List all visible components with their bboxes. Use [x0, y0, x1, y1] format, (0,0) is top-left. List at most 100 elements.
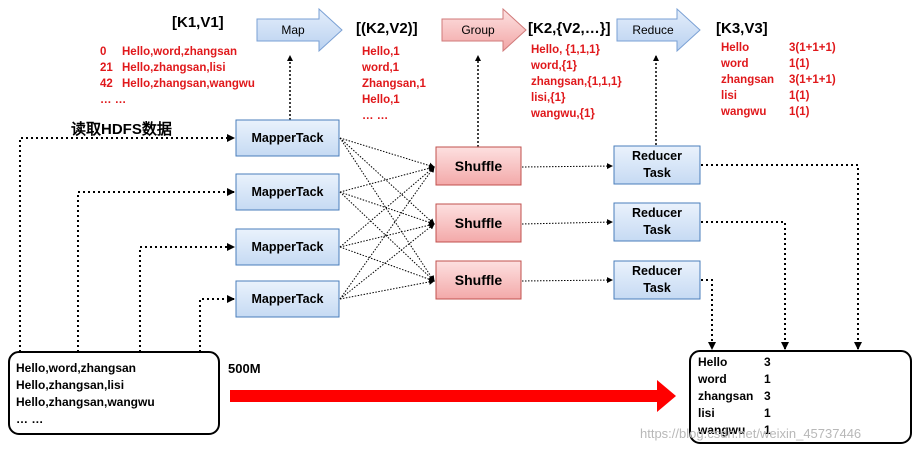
reducer-task-1: Reducer Task	[631, 149, 683, 180]
reducer-task-2: Reducer Task	[631, 206, 683, 237]
input-records: 0 Hello,word,zhangsan 21 Hello,zhangsan,…	[100, 44, 255, 108]
input-record: 42 Hello,zhangsan,wangwu	[100, 76, 255, 92]
reduce-output-count: 1(1)	[789, 106, 810, 118]
reducer-box-3-shape	[613, 260, 701, 300]
result-word: Hello	[698, 355, 728, 369]
size-label: 500M	[228, 361, 261, 376]
result-box: Hello 3 word 1 zhangsan 3 lisi 1 wangwu …	[698, 354, 771, 439]
map-output-item: Hello,1	[362, 94, 400, 106]
group-output-item: zhangsan,{1,1,1}	[531, 76, 622, 88]
reduce-output-word: lisi	[721, 90, 737, 102]
result-count: 3	[764, 355, 771, 369]
source-line: Hello,word,zhangsan	[16, 361, 137, 375]
reduce-output-item: zhangsan 3(1+1+1)	[721, 72, 836, 88]
header-k1v1: [K1,V1]	[172, 14, 224, 31]
input-record-value: Hello,zhangsan,wangwu	[122, 78, 255, 90]
source-line: Hello,zhangsan,wangwu	[16, 395, 155, 409]
reduce-output-item: word 1(1)	[721, 56, 836, 72]
mapper-task-2: MapperTack	[251, 185, 324, 199]
source-box-shape	[8, 351, 220, 435]
mapper-box-3-shape	[235, 228, 340, 266]
reduce-output-word: word	[721, 58, 749, 70]
shuffle-reducer-connections	[521, 163, 613, 284]
reduce-output-item: wangwu 1(1)	[721, 104, 836, 120]
group-output-list: Hello, {1,1,1} word,{1} zhangsan,{1,1,1}…	[531, 42, 622, 122]
source-box: Hello,word,zhangsan Hello,zhangsan,lisi …	[16, 360, 155, 428]
map-output-list: Hello,1 word,1 Zhangsan,1 Hello,1 … …	[362, 44, 426, 124]
shuffle-box-2-shape	[435, 203, 522, 243]
watermark: https://blog.csdn.net/weixin_45737446	[640, 426, 862, 441]
reduce-output-count: 1(1)	[789, 58, 810, 70]
reducer-box-1-shape	[613, 145, 701, 185]
input-feed-4	[199, 295, 235, 352]
reducer-output-1	[701, 164, 862, 350]
group-output-item: Hello, {1,1,1}	[531, 44, 601, 56]
map-output-item: … …	[362, 110, 389, 122]
result-row: Hello 3	[698, 354, 771, 371]
result-word: lisi	[698, 406, 715, 420]
reduce-output-count: 3(1+1+1)	[789, 42, 836, 54]
read-hdfs-label: 读取HDFS数据	[71, 121, 172, 138]
header-k2v2: [(K2,V2)]	[356, 20, 418, 37]
result-count: 1	[764, 406, 771, 420]
reduce-output-list: Hello 3(1+1+1) word 1(1) zhangsan 3(1+1+…	[721, 40, 836, 120]
reduce-output-count: 3(1+1+1)	[789, 74, 836, 86]
mapper-shuffle-connections	[339, 137, 435, 300]
result-row: wangwu 1	[698, 422, 771, 439]
reduce-output-word: zhangsan	[721, 74, 775, 86]
mapper-task-3: MapperTack	[251, 240, 324, 254]
input-record-value: Hello,word,zhangsan	[122, 46, 238, 58]
input-record-key: 42	[100, 78, 113, 90]
input-record: … …	[100, 92, 255, 108]
reducer-box-2-shape	[613, 202, 701, 242]
input-feed-2	[77, 188, 235, 352]
header-k2list: [K2,{V2,…}]	[528, 20, 611, 37]
input-record-key: … …	[100, 94, 127, 106]
input-record-key: 21	[100, 62, 113, 74]
reducer-output-3	[701, 279, 716, 350]
group-output-item: wangwu,{1}	[531, 108, 595, 120]
reduce-output-item: lisi 1(1)	[721, 88, 836, 104]
reduce-output-item: Hello 3(1+1+1)	[721, 40, 836, 56]
result-count: 3	[764, 389, 771, 403]
shuffle-box-3-shape	[435, 260, 522, 300]
input-record: 0 Hello,word,zhangsan	[100, 44, 255, 60]
source-line: … …	[16, 412, 44, 426]
result-row: lisi 1	[698, 405, 771, 422]
input-record-key: 0	[100, 46, 107, 58]
map-stage-arrow-shape	[256, 7, 343, 53]
result-word: wangwu	[698, 423, 746, 437]
shuffle-box-1: Shuffle	[454, 158, 503, 174]
shuffle-box-3: Shuffle	[454, 272, 503, 288]
result-count: 1	[764, 372, 771, 386]
group-stage-label: Group	[461, 23, 495, 37]
mapper-box-2-shape	[235, 173, 340, 211]
result-word: zhangsan	[698, 389, 754, 403]
group-output-item: word,{1}	[531, 60, 578, 72]
mapper-box-1-shape	[235, 119, 340, 157]
shuffle-box-2: Shuffle	[454, 215, 503, 231]
group-stage-arrow-shape	[441, 7, 527, 53]
big-red-arrow	[230, 380, 676, 412]
map-stage-label: Map	[281, 23, 305, 37]
map-output-item: Hello,1	[362, 46, 400, 58]
input-feed-1	[19, 134, 235, 352]
result-box-shape	[689, 350, 912, 444]
map-output-item: word,1	[362, 62, 400, 74]
mapper-box-4-shape	[235, 280, 340, 318]
shuffle-box-1-shape	[435, 146, 522, 186]
result-row: word 1	[698, 371, 771, 388]
reduce-stage-arrow-shape	[616, 7, 701, 53]
mapper-task-1: MapperTack	[251, 131, 324, 145]
reduce-output-word: Hello	[721, 42, 750, 54]
source-line: Hello,zhangsan,lisi	[16, 378, 125, 392]
group-output-item: lisi,{1}	[531, 92, 566, 104]
result-row: zhangsan 3	[698, 388, 771, 405]
reduce-output-count: 1(1)	[789, 90, 810, 102]
input-record-value: Hello,zhangsan,lisi	[122, 62, 226, 74]
result-count: 1	[764, 423, 771, 437]
reducer-output-2	[701, 221, 789, 350]
mapper-task-4: MapperTack	[251, 292, 324, 306]
